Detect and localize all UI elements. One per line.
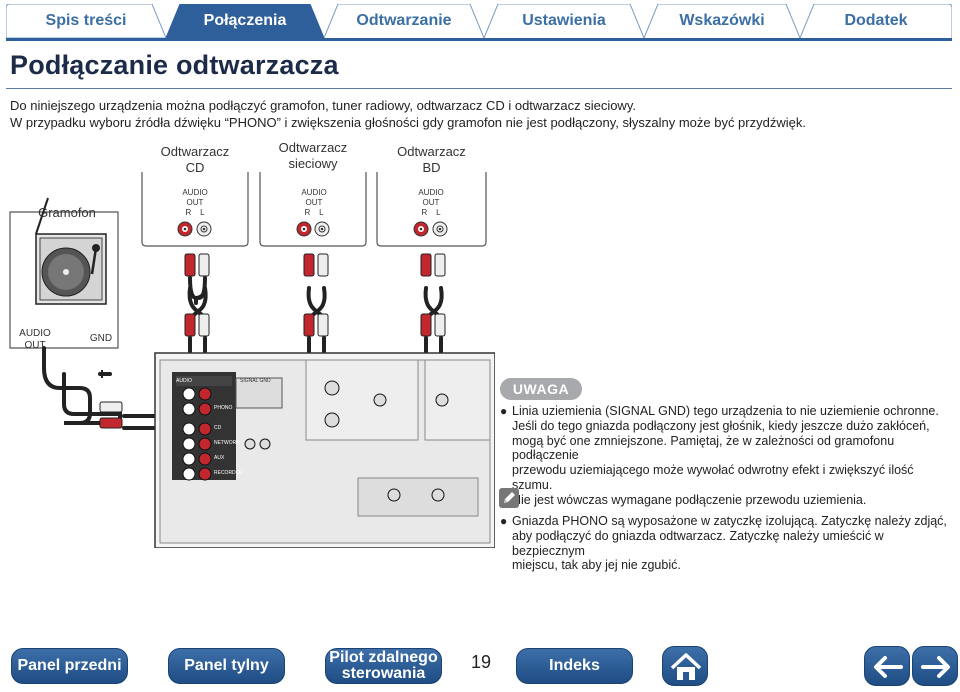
- tab-polaczenia[interactable]: Połączenia: [166, 4, 324, 38]
- tip-text: Gniazda PHONO są wyposażone w zatyczkę i…: [512, 514, 947, 573]
- tab-dodatek[interactable]: Dodatek: [800, 4, 952, 38]
- bullet-icon: ●: [500, 404, 508, 418]
- tab-underline: [6, 38, 952, 41]
- arrow-left-icon: [874, 656, 903, 678]
- network-audio-out-label: AUDIO OUT R L: [294, 188, 334, 218]
- panel-rear-button[interactable]: Panel tylny: [168, 648, 285, 684]
- pencil-icon: [499, 488, 519, 508]
- panel-aux-label: AUX: [214, 455, 225, 461]
- title-divider: [6, 88, 952, 89]
- bd-rl-label: R L: [421, 208, 441, 217]
- player-jacks: [177, 221, 448, 237]
- home-icon: [670, 653, 702, 680]
- network-rl-label: R L: [304, 208, 324, 217]
- intro-line-2: W przypadku wyboru źródła dźwięku “PHONO…: [10, 115, 806, 130]
- bd-audio-out-label: AUDIO OUT R L: [411, 188, 451, 218]
- tip-note: ● Gniazda PHONO są wyposażone w zatyczkę…: [500, 514, 955, 573]
- panel-phono-label: PHONO: [214, 405, 233, 411]
- cd-audio-out-label: AUDIO OUT R L: [175, 188, 215, 218]
- prev-page-button[interactable]: [864, 646, 910, 686]
- amplifier-rear-panel: [154, 352, 496, 549]
- turntable-audio-out-label: AUDIO OUT: [19, 328, 51, 351]
- panel-recorder-label: RECORDER: [214, 470, 243, 476]
- tab-ustawienia[interactable]: Ustawienia: [484, 4, 644, 38]
- panel-signal-gnd-label: SIGNAL GND: [240, 378, 271, 384]
- tab-spis-tresci[interactable]: Spis treści: [6, 4, 166, 38]
- top-tab-bar: Spis treści Połączenia Odtwarzanie Ustaw…: [6, 4, 952, 38]
- player-cd-label: Odtwarzacz CD: [160, 144, 230, 175]
- intro-line-1: Do niniejszego urządzenia można podłączy…: [10, 98, 636, 113]
- turntable-label: Gramofon: [38, 205, 96, 220]
- panel-cd-label: CD: [214, 425, 222, 431]
- uwaga-note: ● Linia uziemienia (SIGNAL GND) tego urz…: [500, 404, 955, 508]
- remote-control-button[interactable]: Pilot zdalnego sterowania: [325, 648, 442, 684]
- uwaga-badge: UWAGA: [500, 378, 582, 400]
- bullet-icon: ●: [500, 514, 508, 528]
- panel-audio-label: AUDIO: [176, 378, 192, 384]
- uwaga-text: Linia uziemienia (SIGNAL GND) tego urząd…: [512, 404, 939, 507]
- next-page-button[interactable]: [912, 646, 958, 686]
- page-number: 19: [470, 652, 492, 672]
- intro-text: Do niniejszego urządzenia można podłączy…: [10, 97, 950, 131]
- turntable-icon: [35, 197, 107, 305]
- player-bd-label: Odtwarzacz BD: [397, 144, 466, 175]
- panel-front-button[interactable]: Panel przedni: [11, 648, 128, 684]
- connection-diagram: Odtwarzacz CD Odtwarzacz sieciowy Odtwar…: [0, 138, 496, 549]
- connection-diagram-svg: [9, 172, 496, 549]
- page-title: Podłączanie odtwarzacza: [10, 50, 339, 80]
- panel-network-label: NETWORK: [214, 440, 240, 446]
- arrow-right-icon: [921, 656, 950, 678]
- home-button[interactable]: [662, 646, 708, 686]
- gnd-label: GND: [89, 333, 113, 344]
- index-button[interactable]: Indeks: [516, 648, 633, 684]
- tab-wskazowki[interactable]: Wskazówki: [644, 4, 800, 38]
- player-network-label: Odtwarzacz sieciowy: [278, 140, 348, 171]
- cd-rl-label: R L: [185, 208, 205, 217]
- tab-odtwarzanie[interactable]: Odtwarzanie: [324, 4, 484, 38]
